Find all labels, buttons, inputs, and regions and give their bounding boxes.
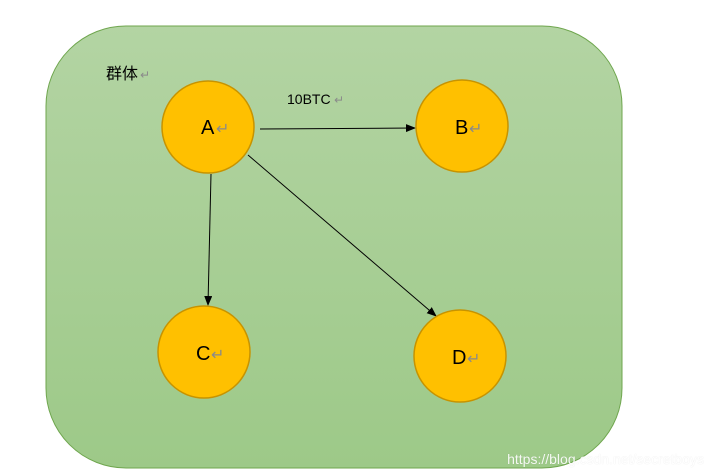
node-c-label: C [196,343,210,365]
edge-label-text: 10BTC [287,91,331,107]
node-c-circle [157,305,251,399]
edge-a-to-b [259,124,416,133]
node-d[interactable]: D ↵ [413,309,507,403]
edge-a-to-c [204,173,213,306]
watermark-text: https://blog.csdn.net/secretboys [507,451,704,467]
node-d-circle [413,309,507,403]
node-d-return-mark: ↵ [467,349,480,368]
node-b-label: B [455,117,468,139]
node-b-return-mark: ↵ [469,119,482,138]
group-title-return-mark: ↵ [140,68,150,82]
group-title: 群体 ↵ [106,64,150,83]
node-c-return-mark: ↵ [211,345,224,364]
node-d-label: D [452,347,466,369]
node-b[interactable]: B ↵ [415,79,509,173]
node-a-return-mark: ↵ [216,119,229,138]
node-b-circle [415,79,509,173]
edges: 10BTC ↵ [204,91,437,317]
group-title-text: 群体 [106,64,138,83]
edge-label-a-to-b: 10BTC ↵ [287,91,344,107]
node-c[interactable]: C ↵ [157,305,251,399]
edge-a-to-d [247,154,437,317]
node-a-label: A [201,117,215,139]
edge-label-return-mark: ↵ [334,93,344,107]
node-a-circle [161,80,255,174]
node-a[interactable]: A ↵ [161,80,255,174]
